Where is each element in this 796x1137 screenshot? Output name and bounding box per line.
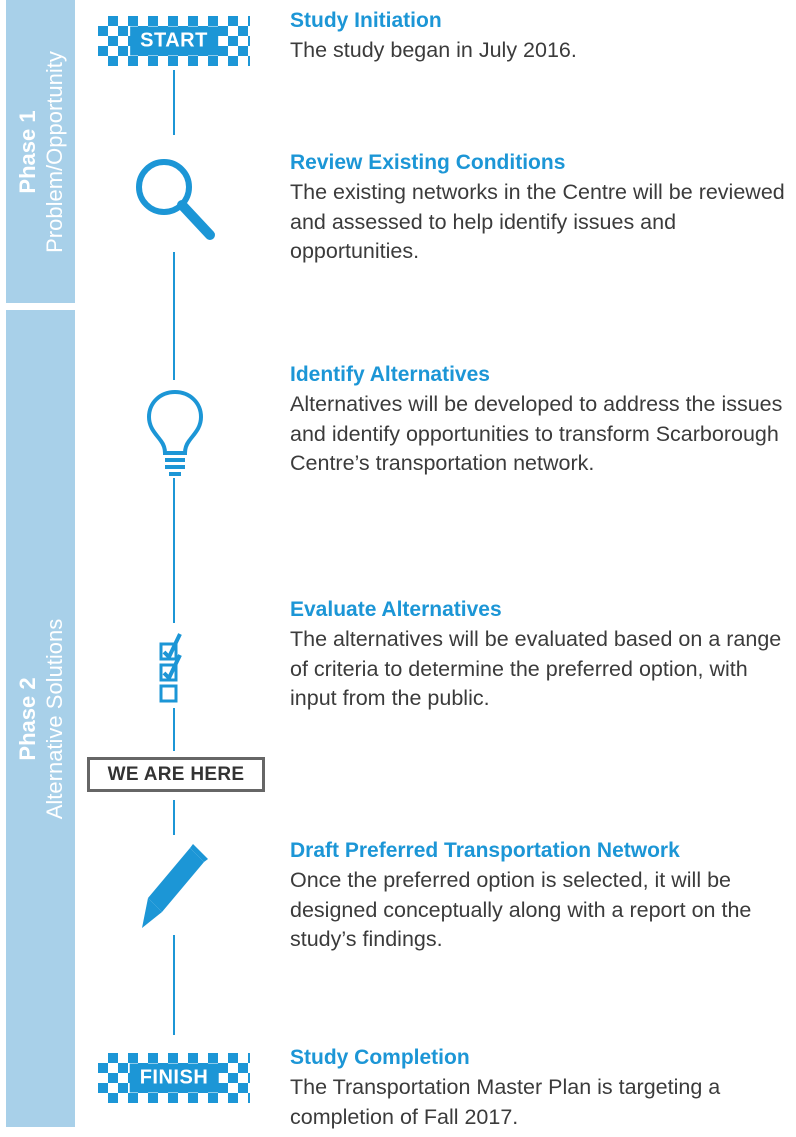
phase-2-name: Alternative Solutions — [41, 618, 67, 819]
step-description: Once the preferred option is selected, i… — [290, 868, 752, 951]
phase-2-label: Phase 2 Alternative Solutions — [14, 618, 68, 819]
finish-label: FINISH — [129, 1063, 219, 1093]
step-description: The alternatives will be evaluated based… — [290, 627, 782, 710]
lightbulb-icon — [146, 389, 204, 476]
step-draft-preferred-network: Draft Preferred Transportation Network O… — [290, 838, 794, 955]
step-study-completion: Study Completion The Transportation Mast… — [290, 1045, 794, 1132]
timeline-connector — [173, 800, 175, 835]
step-evaluate-alternatives: Evaluate Alternatives The alternatives w… — [290, 597, 794, 714]
step-identify-alternatives: Identify Alternatives Alternatives will … — [290, 362, 794, 479]
phase-1-label: Phase 1 Problem/Opportunity — [14, 51, 68, 253]
we-are-here-marker: WE ARE HERE — [87, 757, 265, 792]
step-description: The Transportation Master Plan is target… — [290, 1075, 721, 1129]
step-description: The study began in July 2016. — [290, 38, 577, 62]
timeline-connector — [173, 70, 175, 135]
phase-1-number: Phase 1 — [14, 109, 40, 194]
start-label: START — [130, 26, 218, 56]
step-title: Study Completion — [290, 1046, 470, 1069]
step-title: Identify Alternatives — [290, 363, 490, 386]
checklist-icon — [159, 633, 182, 703]
step-title: Review Existing Conditions — [290, 151, 566, 174]
timeline-connector — [173, 252, 175, 380]
phase-2-bar: Phase 2 Alternative Solutions — [6, 310, 75, 1127]
phase-1-name: Problem/Opportunity — [41, 50, 67, 253]
step-title: Study Initiation — [290, 9, 442, 32]
timeline-connector — [173, 478, 175, 623]
step-description: The existing networks in the Centre will… — [290, 180, 785, 263]
timeline-connector — [173, 935, 175, 1035]
step-description: Alternatives will be developed to addres… — [290, 392, 783, 475]
we-are-here-label: WE ARE HERE — [107, 763, 245, 785]
checkered-finish-flag-icon: FINISH — [98, 1053, 250, 1103]
step-title: Evaluate Alternatives — [290, 598, 502, 621]
magnifying-glass-icon — [136, 159, 215, 240]
timeline-connector — [173, 708, 175, 751]
step-study-initiation: Study Initiation The study began in July… — [290, 8, 794, 66]
phase-2-number: Phase 2 — [14, 676, 40, 761]
checkered-start-flag-icon: START — [98, 16, 250, 66]
step-review-existing-conditions: Review Existing Conditions The existing … — [290, 150, 794, 267]
step-title: Draft Preferred Transportation Network — [290, 839, 680, 862]
phase-1-bar: Phase 1 Problem/Opportunity — [6, 0, 75, 303]
pencil-icon — [142, 844, 208, 928]
